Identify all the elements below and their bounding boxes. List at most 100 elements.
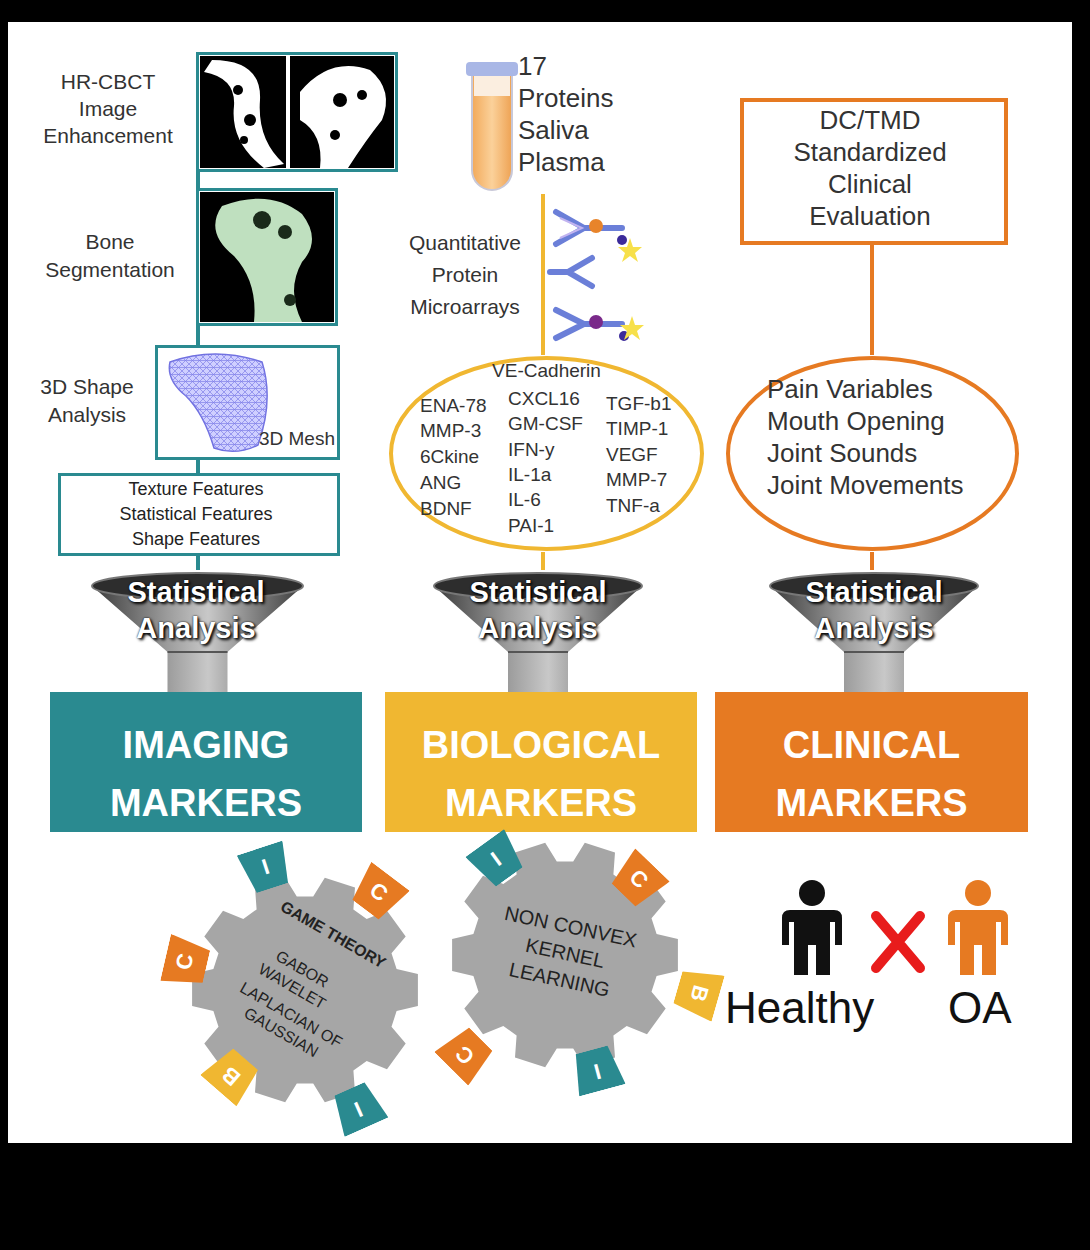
person-head	[965, 880, 991, 906]
connector-line	[870, 245, 874, 355]
mesh-illustration	[169, 354, 267, 451]
group-label: OA	[948, 982, 1012, 1034]
tube-cap	[466, 62, 518, 76]
node-text: DC/TMD Standardized Clinical Evaluation	[770, 104, 970, 232]
node-text: 6Ckine	[420, 446, 510, 468]
node-text: BDNF	[420, 498, 510, 520]
bone-pore	[244, 114, 256, 126]
bone-shape	[204, 60, 284, 168]
bone-pore	[233, 85, 243, 95]
mesh-grid	[169, 354, 267, 451]
bone-pore	[330, 130, 340, 140]
bone-pore	[278, 225, 292, 239]
node-text: VE-Cadherin	[388, 359, 705, 383]
bone-pore	[253, 211, 271, 229]
node-text: Texture Features	[58, 477, 334, 501]
healthy-person	[782, 880, 842, 975]
node-text: TGF-b1	[606, 393, 696, 415]
funnel-neck	[844, 651, 904, 653]
oa-person	[948, 880, 1008, 975]
node-text: IL-1a	[508, 464, 603, 486]
image-box: 3D Shape Analysis3D Mesh	[155, 345, 340, 460]
connector-line	[196, 556, 200, 570]
antibody	[556, 212, 622, 244]
tube-body	[472, 74, 512, 190]
mesh-shape	[169, 354, 267, 451]
node-text: 3D Mesh	[247, 427, 335, 451]
ellipse-border	[391, 358, 702, 549]
funnel-neck	[168, 651, 228, 653]
connector-line	[870, 552, 874, 570]
node-text: Joint Sounds	[767, 437, 1017, 469]
marker-band: IMAGING MARKERS	[50, 692, 362, 832]
group-label: Healthy	[725, 982, 874, 1034]
cbct-image	[200, 56, 394, 168]
node-text: Joint Movements	[767, 469, 1017, 501]
node-text: Statistical Analysis	[789, 574, 959, 646]
antibody	[560, 218, 582, 238]
node-text: TNF-a	[606, 495, 696, 517]
bone-pore	[357, 90, 367, 100]
antigen	[589, 219, 603, 233]
label-dot	[617, 235, 627, 245]
antibody	[550, 258, 592, 286]
person-body	[948, 910, 1008, 975]
node-text: PAI-1	[508, 515, 603, 537]
connector-line	[541, 194, 545, 355]
connector-line	[541, 552, 545, 570]
node-text: Pain Variables	[767, 373, 1017, 405]
node-text: TIMP-1	[606, 418, 696, 440]
image-background	[200, 192, 334, 322]
bone-shape	[300, 66, 386, 168]
node-text: 17 Proteins Saliva Plasma	[518, 50, 628, 178]
image-box: Bone Segmentation	[196, 188, 338, 326]
node-text: CXCL16	[508, 388, 603, 410]
tube-top	[474, 76, 510, 96]
node-text: MMP-7	[606, 469, 696, 491]
connector-line	[196, 460, 200, 473]
marker-band: CLINICAL MARKERS	[715, 692, 1028, 832]
node-text: BIOLOGICAL MARKERS	[401, 716, 681, 832]
node-text: CLINICAL MARKERS	[731, 716, 1012, 832]
bone-pore	[284, 294, 296, 306]
analysis-funnel: Statistical Analysis	[90, 570, 305, 692]
node-text: Bone Segmentation	[31, 228, 189, 284]
connector-line	[196, 172, 200, 188]
fluor-star	[620, 316, 644, 340]
node-text: IMAGING MARKERS	[66, 716, 346, 832]
node-text: IFN-y	[508, 439, 603, 461]
node-text: HR-CBCT Image Enhancement	[38, 68, 178, 149]
red-x	[876, 916, 920, 968]
clinical-box: DC/TMD Standardized Clinical Evaluation	[740, 98, 1008, 245]
fluor-star	[618, 238, 642, 262]
node-text: ENA-78	[420, 395, 510, 417]
analysis-funnel: Statistical Analysis	[768, 570, 980, 692]
funnel-neck	[508, 651, 568, 653]
node-text: Statistical Analysis	[111, 574, 281, 646]
edge-label: Quantitative Protein Microarrays	[393, 227, 537, 323]
node-text: IL-6	[508, 489, 603, 511]
clinical-ellipse: Pain VariablesMouth OpeningJoint SoundsJ…	[725, 355, 1020, 552]
sample-tube	[466, 62, 518, 190]
node-text: VEGF	[606, 444, 696, 466]
antibody	[556, 310, 622, 338]
node-text: MMP-3	[420, 420, 510, 442]
node-text: Statistical Features	[58, 502, 334, 526]
node-text: ANG	[420, 472, 510, 494]
marker-band: BIOLOGICAL MARKERS	[385, 692, 697, 832]
antibody-icons	[550, 212, 644, 341]
bone-pore	[240, 136, 248, 144]
person-body	[782, 910, 842, 975]
sample-tube-node: 17 Proteins Saliva Plasma	[468, 62, 514, 194]
segmentation-image	[200, 192, 334, 322]
antigen	[589, 315, 603, 329]
node-text: Shape Features	[58, 527, 334, 551]
node-text: Statistical Analysis	[453, 574, 623, 646]
image-background	[290, 56, 394, 168]
connector-line	[196, 326, 200, 345]
bone-segment	[215, 199, 312, 322]
node-text: GM-CSF	[508, 413, 603, 435]
feature-box: Texture FeaturesStatistical FeaturesShap…	[58, 473, 340, 556]
